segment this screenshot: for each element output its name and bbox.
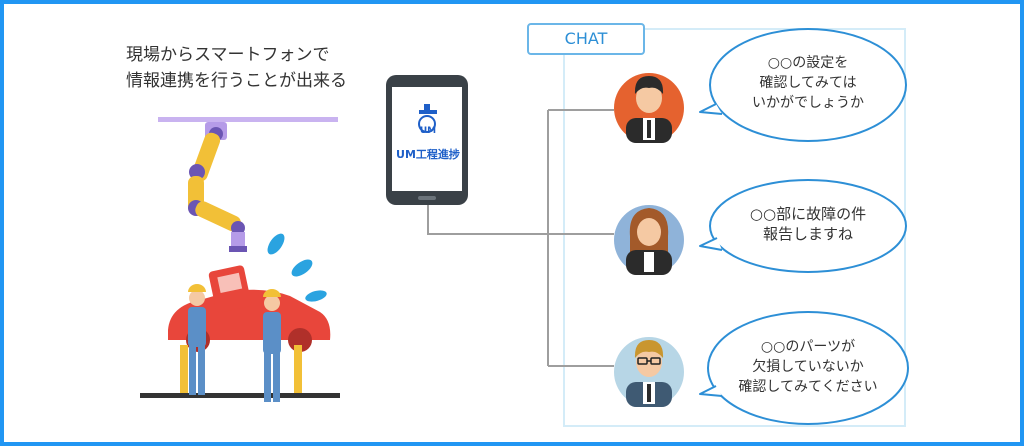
robot-arm-illustration [158,117,338,252]
car-illustration [140,265,340,398]
message-2-line-1: ○○部に故障の件 [749,205,867,223]
phone-app-name: UM工程進捗 [396,148,460,161]
speech-bubble-1 [699,28,907,142]
glasses-icon [637,357,661,365]
phone-logo-small: UM [419,126,437,136]
caption-line-2: 情報連携を行うことが出来る [126,71,347,91]
worker-left-illustration [188,284,206,395]
message-1: ○○の設定を 確認してみては いかがでしょうか [718,53,898,113]
message-3: ○○のパーツが 欠損していないか 確認してみてください [710,337,906,397]
chat-tag: CHAT [527,23,645,55]
connector-lines [427,109,614,367]
phone-logo-text: UM [396,126,460,136]
smartphone-illustration [386,75,468,205]
message-3-line-3: 確認してみてください [738,379,878,395]
message-1-line-3: いかがでしょうか [752,95,864,111]
speech-bubble-2 [699,179,907,273]
caption-line-1: 現場からスマートフォンで [126,45,330,65]
app-logo-icon [418,104,437,133]
spark-drops [267,233,327,302]
caption: 現場からスマートフォンで 情報連携を行うことが出来る [126,42,386,94]
message-2: ○○部に故障の件 報告しますね [718,204,898,244]
speech-bubble-3 [699,311,909,425]
avatar-man-1 [614,73,684,143]
message-3-line-1: ○○のパーツが [760,339,856,355]
message-1-line-2: 確認してみては [759,75,857,91]
avatar-man-2 [614,337,684,407]
avatar-woman [614,205,684,275]
message-2-line-2: 報告しますね [762,225,853,243]
message-1-line-1: ○○の設定を [767,55,849,71]
worker-right-illustration [263,289,281,402]
message-3-line-2: 欠損していないか [752,359,864,375]
